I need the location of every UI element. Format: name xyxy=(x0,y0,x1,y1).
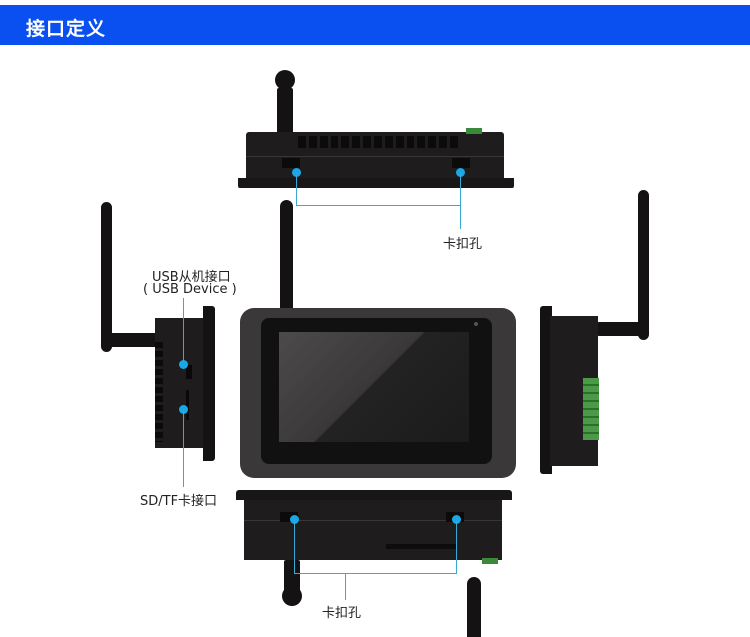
antenna-left xyxy=(101,202,112,352)
callout-dot xyxy=(179,360,188,369)
section-header: 接口定义 xyxy=(0,5,750,45)
clip-hole-left xyxy=(282,158,300,168)
callout-dot xyxy=(292,168,301,177)
callout-dot xyxy=(456,168,465,177)
terminal-block xyxy=(482,558,498,564)
device-bottom-view xyxy=(236,490,512,606)
touch-screen xyxy=(279,332,469,442)
indicator-led xyxy=(474,322,478,326)
terminal-block xyxy=(466,128,482,134)
device-bezel-edge xyxy=(238,178,514,188)
antenna-connector xyxy=(277,88,293,133)
terminal-block xyxy=(583,378,599,440)
device-front-view xyxy=(240,308,516,478)
antenna-left-connector xyxy=(108,333,158,347)
callout-dot xyxy=(290,515,299,524)
device-left-bezel xyxy=(203,306,215,461)
section-title: 接口定义 xyxy=(26,18,107,40)
antenna-knob xyxy=(282,586,302,606)
usb-port-label: USB从机接口 xyxy=(152,270,231,285)
clip-hole-right xyxy=(452,158,470,168)
usb-port xyxy=(186,365,192,379)
device-top-view xyxy=(238,70,514,195)
usb-port-label-en: ( USB Device ) xyxy=(143,282,237,297)
antenna-right xyxy=(638,190,649,340)
callout-dot xyxy=(452,515,461,524)
device-body xyxy=(244,500,502,560)
antenna-bottom xyxy=(467,577,481,637)
sd-card-label: SD/TF卡接口 xyxy=(140,494,218,509)
device-bezel-edge xyxy=(236,490,512,500)
vent-slots xyxy=(298,136,458,148)
clip-hole-label-top: 卡扣孔 xyxy=(443,237,483,252)
antenna-knob xyxy=(275,70,295,90)
antenna-right-connector xyxy=(596,322,644,336)
device-right-bezel xyxy=(540,306,552,474)
clip-hole-left xyxy=(280,512,298,522)
clip-hole-label-bottom: 卡扣孔 xyxy=(322,606,362,621)
antenna-rear xyxy=(280,200,293,310)
device-left-side xyxy=(155,318,205,448)
sd-slot xyxy=(186,390,189,420)
